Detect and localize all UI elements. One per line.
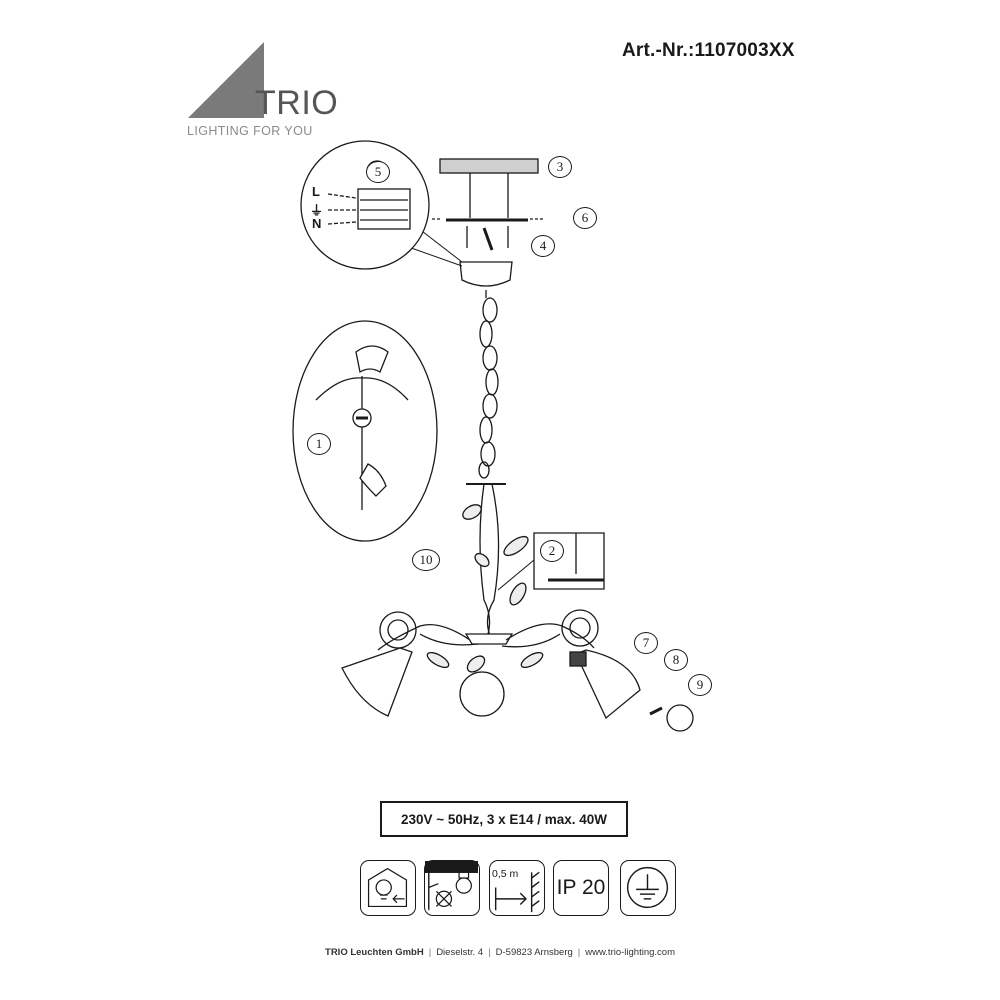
- canopy: [459, 261, 513, 298]
- footer-website[interactable]: www.trio-lighting.com: [585, 947, 675, 958]
- callout-8: 8: [664, 649, 688, 671]
- lamp-replacement-icon: [360, 860, 416, 916]
- ceiling-mount: [430, 158, 545, 251]
- distance-icon: [489, 860, 545, 916]
- callout-1: 1: [307, 433, 331, 455]
- protective-earth-icon: [620, 860, 676, 916]
- ip20-icon: [553, 860, 609, 916]
- trio-logo-triangle: [188, 42, 264, 118]
- brand-tagline: LIGHTING FOR YOU: [187, 124, 313, 138]
- callout-9: 9: [688, 674, 712, 696]
- distance-label: 0,5 m: [492, 868, 519, 880]
- wire-label-live: L: [312, 184, 320, 199]
- callout-5: 5: [366, 161, 390, 183]
- footer-address: TRIO Leuchten GmbH|Dieselstr. 4|D-59823 …: [325, 947, 675, 958]
- footer-street: Dieselstr. 4: [436, 947, 484, 958]
- no-insulation-cover-icon: [424, 860, 480, 916]
- chandelier-body: [341, 483, 694, 732]
- wire-label-neutral: N: [312, 216, 322, 231]
- electrical-spec: 230V ~ 50Hz, 3 x E14 / max. 40W: [380, 801, 628, 837]
- footer-city: D-59823 Arnsberg: [495, 947, 573, 958]
- ip-rating-label: IP 20: [556, 876, 606, 899]
- callout-4: 4: [531, 235, 555, 257]
- callout-6: 6: [573, 207, 597, 229]
- callout-2: 2: [540, 540, 564, 562]
- brand-name: TRIO: [255, 84, 339, 122]
- callout-7: 7: [634, 632, 658, 654]
- rotation-detail-inset: [292, 320, 438, 542]
- callout-3: 3: [548, 156, 572, 178]
- footer-company: TRIO Leuchten GmbH: [325, 947, 424, 958]
- wire-label-earth: ⏚: [310, 203, 324, 218]
- article-number: Art.-Nr.:1107003XX: [622, 40, 795, 61]
- callout-10: 10: [412, 549, 440, 571]
- chain: [478, 297, 499, 479]
